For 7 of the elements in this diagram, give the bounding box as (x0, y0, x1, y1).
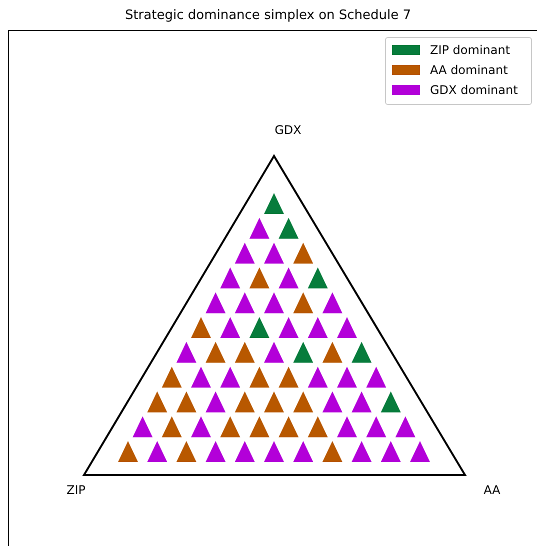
vertex-label: GDX (274, 123, 302, 137)
vertex-label: AA (484, 483, 500, 497)
vertex-label: ZIP (66, 483, 86, 497)
legend-label: AA dominant (430, 62, 508, 79)
legend-label: GDX dominant (430, 82, 518, 99)
legend-label: ZIP dominant (430, 42, 510, 59)
chart-title: Strategic dominance simplex on Schedule 7 (124, 8, 412, 23)
